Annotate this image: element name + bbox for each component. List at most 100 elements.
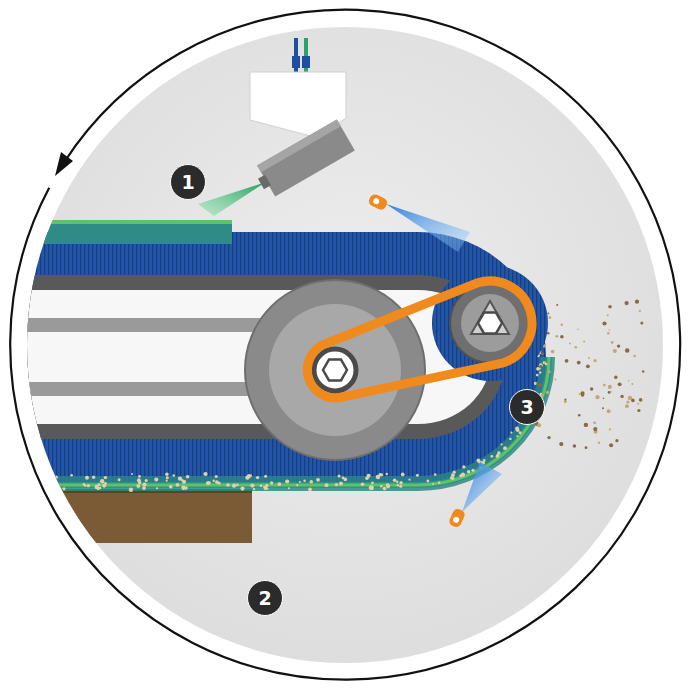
particle bbox=[573, 444, 577, 448]
particle bbox=[367, 475, 370, 478]
particle bbox=[184, 486, 187, 489]
particle bbox=[104, 476, 107, 479]
particle bbox=[503, 446, 507, 450]
particle bbox=[310, 480, 314, 484]
particle bbox=[577, 329, 579, 331]
cleaning-spray bbox=[462, 462, 502, 512]
particle bbox=[453, 471, 456, 474]
particle bbox=[610, 391, 612, 393]
particle bbox=[625, 404, 629, 408]
particle bbox=[92, 476, 95, 479]
particle bbox=[399, 485, 402, 488]
particle bbox=[548, 370, 551, 373]
particle bbox=[260, 484, 263, 487]
particle bbox=[165, 473, 169, 477]
particle bbox=[615, 439, 618, 442]
particle bbox=[541, 352, 544, 355]
particle bbox=[640, 322, 643, 325]
particle bbox=[215, 475, 218, 478]
particle bbox=[467, 470, 470, 473]
particle bbox=[556, 304, 558, 306]
particle bbox=[9, 477, 12, 480]
particle bbox=[608, 391, 611, 394]
particle bbox=[338, 474, 341, 477]
callout-number: 1 bbox=[181, 173, 194, 192]
particle bbox=[308, 487, 312, 491]
callout-badge: 1 bbox=[170, 164, 206, 200]
particle bbox=[544, 361, 546, 363]
particle bbox=[145, 479, 148, 482]
particle bbox=[633, 355, 636, 358]
callout-badge: 3 bbox=[509, 389, 545, 425]
cleaning-nozzle bbox=[367, 193, 388, 211]
particle bbox=[256, 476, 259, 479]
particle bbox=[536, 383, 538, 385]
particle bbox=[206, 481, 210, 485]
particle bbox=[490, 455, 493, 458]
particle bbox=[451, 477, 454, 480]
particle bbox=[545, 363, 548, 366]
roller-insert bbox=[471, 301, 509, 334]
particle bbox=[614, 376, 617, 379]
particle bbox=[23, 477, 26, 480]
particle bbox=[432, 483, 434, 485]
particle bbox=[625, 348, 629, 352]
particle bbox=[45, 488, 47, 490]
particle bbox=[588, 357, 590, 359]
particle bbox=[416, 474, 419, 477]
particle bbox=[245, 476, 249, 480]
particle bbox=[401, 473, 405, 477]
roller-hub bbox=[461, 294, 519, 352]
particle bbox=[585, 446, 588, 449]
particle bbox=[31, 489, 34, 492]
particle bbox=[593, 421, 596, 424]
shaft bbox=[314, 349, 356, 391]
particle bbox=[52, 477, 56, 481]
particle bbox=[561, 324, 564, 327]
callout-number: 3 bbox=[520, 398, 533, 417]
particle bbox=[547, 436, 550, 439]
particle bbox=[14, 475, 16, 477]
particle bbox=[547, 332, 550, 335]
particle bbox=[213, 480, 215, 482]
particle bbox=[253, 488, 255, 490]
particle bbox=[564, 399, 566, 401]
particle bbox=[156, 487, 158, 489]
particle bbox=[48, 483, 50, 485]
particle bbox=[70, 474, 73, 477]
particle bbox=[510, 432, 512, 434]
particle bbox=[631, 399, 635, 403]
particle bbox=[516, 428, 520, 432]
particle bbox=[45, 474, 47, 476]
particle bbox=[602, 407, 604, 409]
particle bbox=[172, 474, 175, 477]
particle bbox=[263, 486, 266, 489]
particle bbox=[607, 409, 611, 413]
particle bbox=[618, 382, 622, 386]
particle bbox=[181, 479, 183, 481]
particle bbox=[546, 391, 550, 395]
particle bbox=[595, 395, 599, 399]
particle bbox=[54, 475, 58, 479]
particle bbox=[635, 300, 639, 304]
particle bbox=[379, 473, 383, 477]
particle bbox=[99, 487, 102, 490]
particle bbox=[264, 475, 267, 478]
particle bbox=[316, 478, 320, 482]
particle bbox=[569, 343, 571, 345]
particle bbox=[574, 346, 577, 349]
particle bbox=[296, 484, 298, 486]
particle bbox=[637, 403, 639, 405]
particle bbox=[236, 484, 239, 487]
particle bbox=[602, 321, 606, 325]
particle bbox=[496, 455, 499, 458]
particle bbox=[461, 473, 465, 477]
particle bbox=[100, 479, 104, 483]
particle bbox=[383, 487, 387, 491]
particle bbox=[85, 476, 89, 480]
particle bbox=[95, 485, 99, 489]
particle bbox=[625, 301, 629, 305]
particle bbox=[369, 486, 373, 490]
particle bbox=[548, 313, 550, 315]
